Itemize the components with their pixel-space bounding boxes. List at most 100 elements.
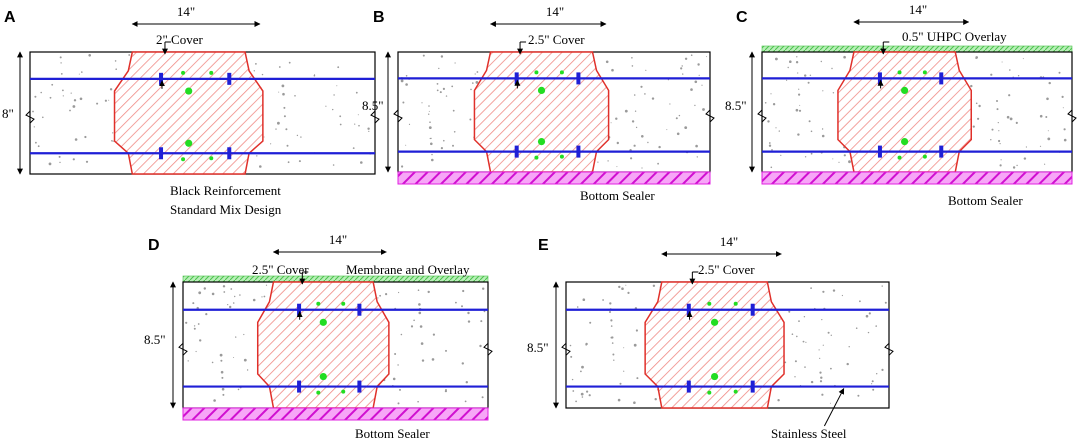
p2-aggregate [1063, 128, 1066, 131]
p0-aggregate [74, 138, 78, 141]
p4-aggregate [818, 349, 820, 351]
p1-aggregate [616, 166, 618, 168]
p3-aggregate [185, 321, 188, 324]
p1-aggregate [684, 57, 688, 60]
p2-aggregate [772, 103, 776, 106]
p4-bar-chair [686, 380, 691, 393]
p0-aggregate [355, 91, 358, 94]
p1-aggregate [402, 101, 405, 104]
p1-aggregate [453, 131, 456, 133]
p4-aggregate [875, 325, 877, 327]
panel-e-width-label: 14" [720, 234, 738, 249]
p3-aggregate [418, 311, 422, 315]
p2-aggregate [998, 130, 1000, 132]
panel-a-note-2: Standard Mix Design [170, 202, 282, 217]
p0-aggregate [275, 128, 277, 130]
p4-green-marker [733, 389, 738, 394]
p4-aggregate [848, 346, 850, 348]
p2-aggregate [1046, 97, 1049, 101]
p3-aggregate [213, 399, 216, 402]
p2-aggregate [822, 90, 824, 92]
p0-aggregate [49, 96, 52, 99]
p4-steel-leader [823, 388, 845, 427]
p0-aggregate [261, 73, 264, 76]
p2-aggregate [1009, 69, 1011, 71]
p3-aggregate [410, 325, 414, 328]
p1-aggregate [431, 158, 434, 162]
panel-c-drawing [749, 19, 1077, 185]
p3-green-marker [319, 318, 327, 326]
p4-aggregate [572, 390, 575, 392]
p3-aggregate [461, 362, 464, 365]
p1-aggregate [697, 63, 700, 66]
p1-aggregate [678, 114, 681, 117]
p0-bar-chair [227, 72, 232, 85]
p4-aggregate [867, 331, 870, 334]
p0-aggregate [333, 94, 335, 96]
p2-aggregate [1062, 107, 1064, 109]
p1-green-marker [534, 70, 539, 75]
p1-aggregate [631, 65, 634, 67]
p1-aggregate [475, 81, 479, 84]
p3-aggregate [413, 319, 415, 322]
p1-aggregate [675, 117, 678, 120]
p4-aggregate [871, 380, 874, 383]
p1-aggregate [443, 139, 445, 142]
p0-break-right [370, 110, 380, 124]
p4-aggregate [611, 336, 614, 339]
p4-aggregate [623, 370, 625, 372]
p0-aggregate [339, 115, 342, 118]
p4-green-marker [707, 301, 712, 306]
p2-aggregate [775, 57, 778, 61]
p1-aggregate [422, 54, 425, 57]
p0-aggregate [283, 115, 286, 118]
panel-c-sealer-label: Bottom Sealer [948, 193, 1023, 208]
p1-aggregate [438, 67, 440, 70]
p2-aggregate [975, 102, 978, 105]
p4-aggregate [788, 310, 791, 313]
p0-aggregate [255, 63, 257, 65]
p1-aggregate [633, 94, 636, 96]
p2-aggregate [978, 104, 981, 108]
p2-green-marker [897, 70, 902, 75]
p2-aggregate [795, 61, 799, 64]
p0-aggregate [332, 164, 335, 166]
p2-aggregate [843, 154, 846, 157]
p1-aggregate [472, 82, 474, 84]
p0-aggregate [339, 123, 342, 126]
p3-aggregate [455, 301, 457, 304]
p4-aggregate [859, 300, 861, 303]
p0-aggregate [51, 83, 54, 86]
p1-aggregate [430, 142, 433, 146]
p1-aggregate [645, 69, 647, 71]
p4-aggregate [819, 357, 821, 359]
p2-bar-chair [939, 145, 944, 158]
p0-aggregate [300, 136, 302, 138]
p4-aggregate [633, 401, 636, 405]
p4-aggregate [820, 376, 823, 379]
p1-aggregate [607, 160, 609, 162]
p4-bar-chair [750, 303, 755, 316]
p4-aggregate [865, 314, 869, 318]
p4-aggregate [830, 367, 832, 370]
p3-aggregate [193, 327, 196, 330]
p1-aggregate [605, 60, 609, 64]
p2-aggregate [1008, 94, 1011, 97]
p2-aggregate [838, 161, 840, 163]
p3-aggregate [465, 381, 468, 384]
p1-aggregate [405, 83, 408, 86]
p0-aggregate [352, 147, 355, 150]
panel-d-letter: D [148, 237, 160, 254]
p2-aggregate [786, 79, 788, 81]
p4-aggregate [581, 365, 584, 369]
p3-aggregate [221, 387, 225, 391]
p3-green-marker [316, 301, 321, 306]
p3-aggregate [420, 342, 424, 345]
p4-aggregate [569, 344, 572, 347]
p3-aggregate [221, 376, 224, 379]
p2-aggregate [1015, 121, 1018, 124]
p0-aggregate [367, 127, 370, 130]
p4-aggregate [832, 289, 836, 292]
p1-aggregate [644, 93, 646, 95]
p2-green-marker [901, 138, 909, 146]
